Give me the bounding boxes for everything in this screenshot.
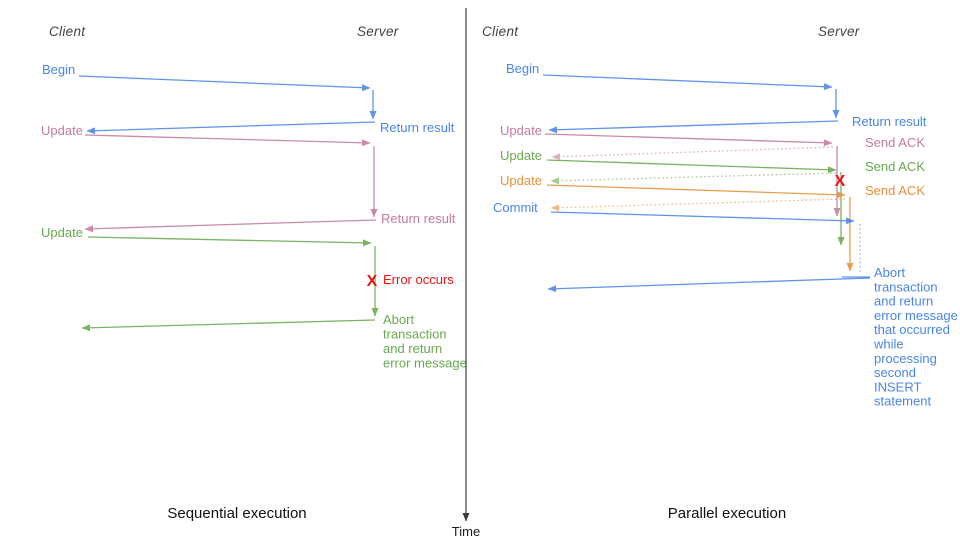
right-client-header: Client — [482, 24, 519, 39]
left-error-x-mark: X — [367, 273, 378, 290]
left-begin-label: Begin — [42, 62, 75, 77]
sequential-execution-title: Sequential execution — [167, 505, 307, 522]
time-axis-label: Time — [451, 524, 481, 539]
right-send-ack-2-label: Send ACK — [865, 159, 925, 174]
right-update-2-request-line — [546, 159, 837, 174]
right-update-2-label: Update — [500, 148, 542, 163]
right-send-ack-1-line — [551, 146, 834, 161]
left-update-1-label: Update — [41, 123, 83, 138]
parallel-execution-title: Parallel execution — [667, 505, 787, 522]
right-begin-request-line — [542, 74, 833, 91]
left-return-result-2-label: Return result — [381, 211, 456, 226]
right-send-ack-3-label: Send ACK — [865, 183, 925, 198]
left-return-result-1-line — [86, 121, 376, 135]
left-begin-request-line — [78, 75, 371, 92]
right-update-1-request-line — [544, 133, 833, 147]
left-return-result-2-line — [84, 219, 377, 233]
left-abort-return-line — [81, 319, 376, 332]
left-update-2-label: Update — [41, 225, 83, 240]
right-send-ack-2-line — [550, 172, 837, 185]
right-abort-return-line — [547, 277, 871, 293]
right-begin-label: Begin — [506, 61, 539, 76]
left-client-header: Client — [49, 24, 86, 39]
right-update-3-request-line — [546, 184, 846, 199]
right-commit-label: Commit — [493, 200, 538, 215]
left-return-result-1-label: Return result — [380, 120, 455, 135]
right-update-1-label: Update — [500, 123, 542, 138]
left-server-header: Server — [357, 24, 399, 39]
right-server-header: Server — [818, 24, 860, 39]
left-update-1-request-line — [84, 134, 371, 147]
right-return-result-line — [548, 120, 839, 134]
right-error-x-mark: X — [835, 173, 846, 190]
right-send-ack-3-line — [550, 198, 846, 212]
right-update-3-label: Update — [500, 173, 542, 188]
right-send-ack-1-label: Send ACK — [865, 135, 925, 150]
left-update-2-request-line — [87, 236, 372, 247]
left-error-occurs-label: Error occurs — [383, 272, 454, 287]
right-return-result-label: Return result — [852, 114, 927, 129]
right-commit-request-line — [550, 211, 855, 225]
